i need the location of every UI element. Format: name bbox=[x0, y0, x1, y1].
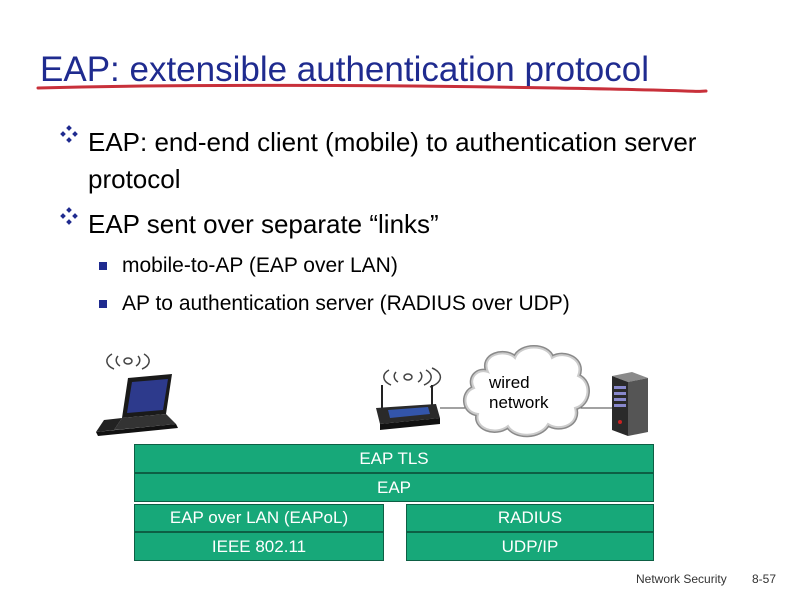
layer-label: EAP TLS bbox=[359, 448, 429, 468]
sub-bullet-text: mobile-to-AP (EAP over LAN) bbox=[122, 254, 398, 277]
cloud-label: wired network bbox=[489, 373, 549, 413]
layer-eapol: EAP over LAN (EAPoL) bbox=[134, 504, 384, 532]
layer-label: UDP/IP bbox=[501, 536, 559, 556]
diamond-bullet-icon bbox=[60, 207, 78, 225]
laptop-icon bbox=[96, 374, 178, 436]
title-underline bbox=[36, 83, 708, 93]
bullet-text: EAP sent over separate “links” bbox=[88, 209, 439, 239]
wireless-signal-icon bbox=[383, 367, 442, 388]
layer-udp: UDP/IP bbox=[406, 532, 654, 561]
cloud-label-line: network bbox=[489, 393, 549, 412]
square-bullet-icon bbox=[99, 262, 107, 270]
slide-title: EAP: extensible authentication protocol bbox=[40, 50, 649, 89]
sub-bullet-text: AP to authentication server (RADIUS over… bbox=[122, 292, 570, 315]
layer-ieee: IEEE 802.11 bbox=[134, 532, 384, 561]
layer-label: IEEE 802.11 bbox=[211, 536, 307, 556]
sub-bullet-item: mobile-to-AP (EAP over LAN) bbox=[60, 251, 760, 281]
footer-section-title: Network Security bbox=[636, 572, 727, 586]
bullet-item: EAP: end-end client (mobile) to authenti… bbox=[60, 124, 760, 198]
layer-eap-tls: EAP TLS bbox=[134, 444, 654, 473]
cloud-label-line: wired bbox=[489, 373, 530, 392]
bullet-item: EAP sent over separate “links” bbox=[60, 206, 760, 243]
diamond-bullet-icon bbox=[60, 125, 78, 143]
server-icon bbox=[612, 372, 648, 436]
bullet-list: EAP: end-end client (mobile) to authenti… bbox=[60, 124, 760, 327]
layer-eap: EAP bbox=[134, 473, 654, 502]
layer-label: RADIUS bbox=[497, 508, 563, 527]
wireless-signal-icon bbox=[106, 353, 150, 370]
layer-label: EAP over LAN (EAPoL) bbox=[169, 508, 349, 527]
access-point-icon bbox=[376, 385, 440, 430]
square-bullet-icon bbox=[99, 300, 107, 308]
footer-page-number: 8-57 bbox=[752, 572, 777, 586]
layer-radius: RADIUS bbox=[406, 504, 654, 532]
bullet-text: EAP: end-end client (mobile) to authenti… bbox=[88, 127, 697, 194]
layer-label: EAP bbox=[376, 477, 412, 497]
sub-bullet-item: AP to authentication server (RADIUS over… bbox=[60, 289, 760, 319]
cloud-icon bbox=[463, 345, 590, 438]
